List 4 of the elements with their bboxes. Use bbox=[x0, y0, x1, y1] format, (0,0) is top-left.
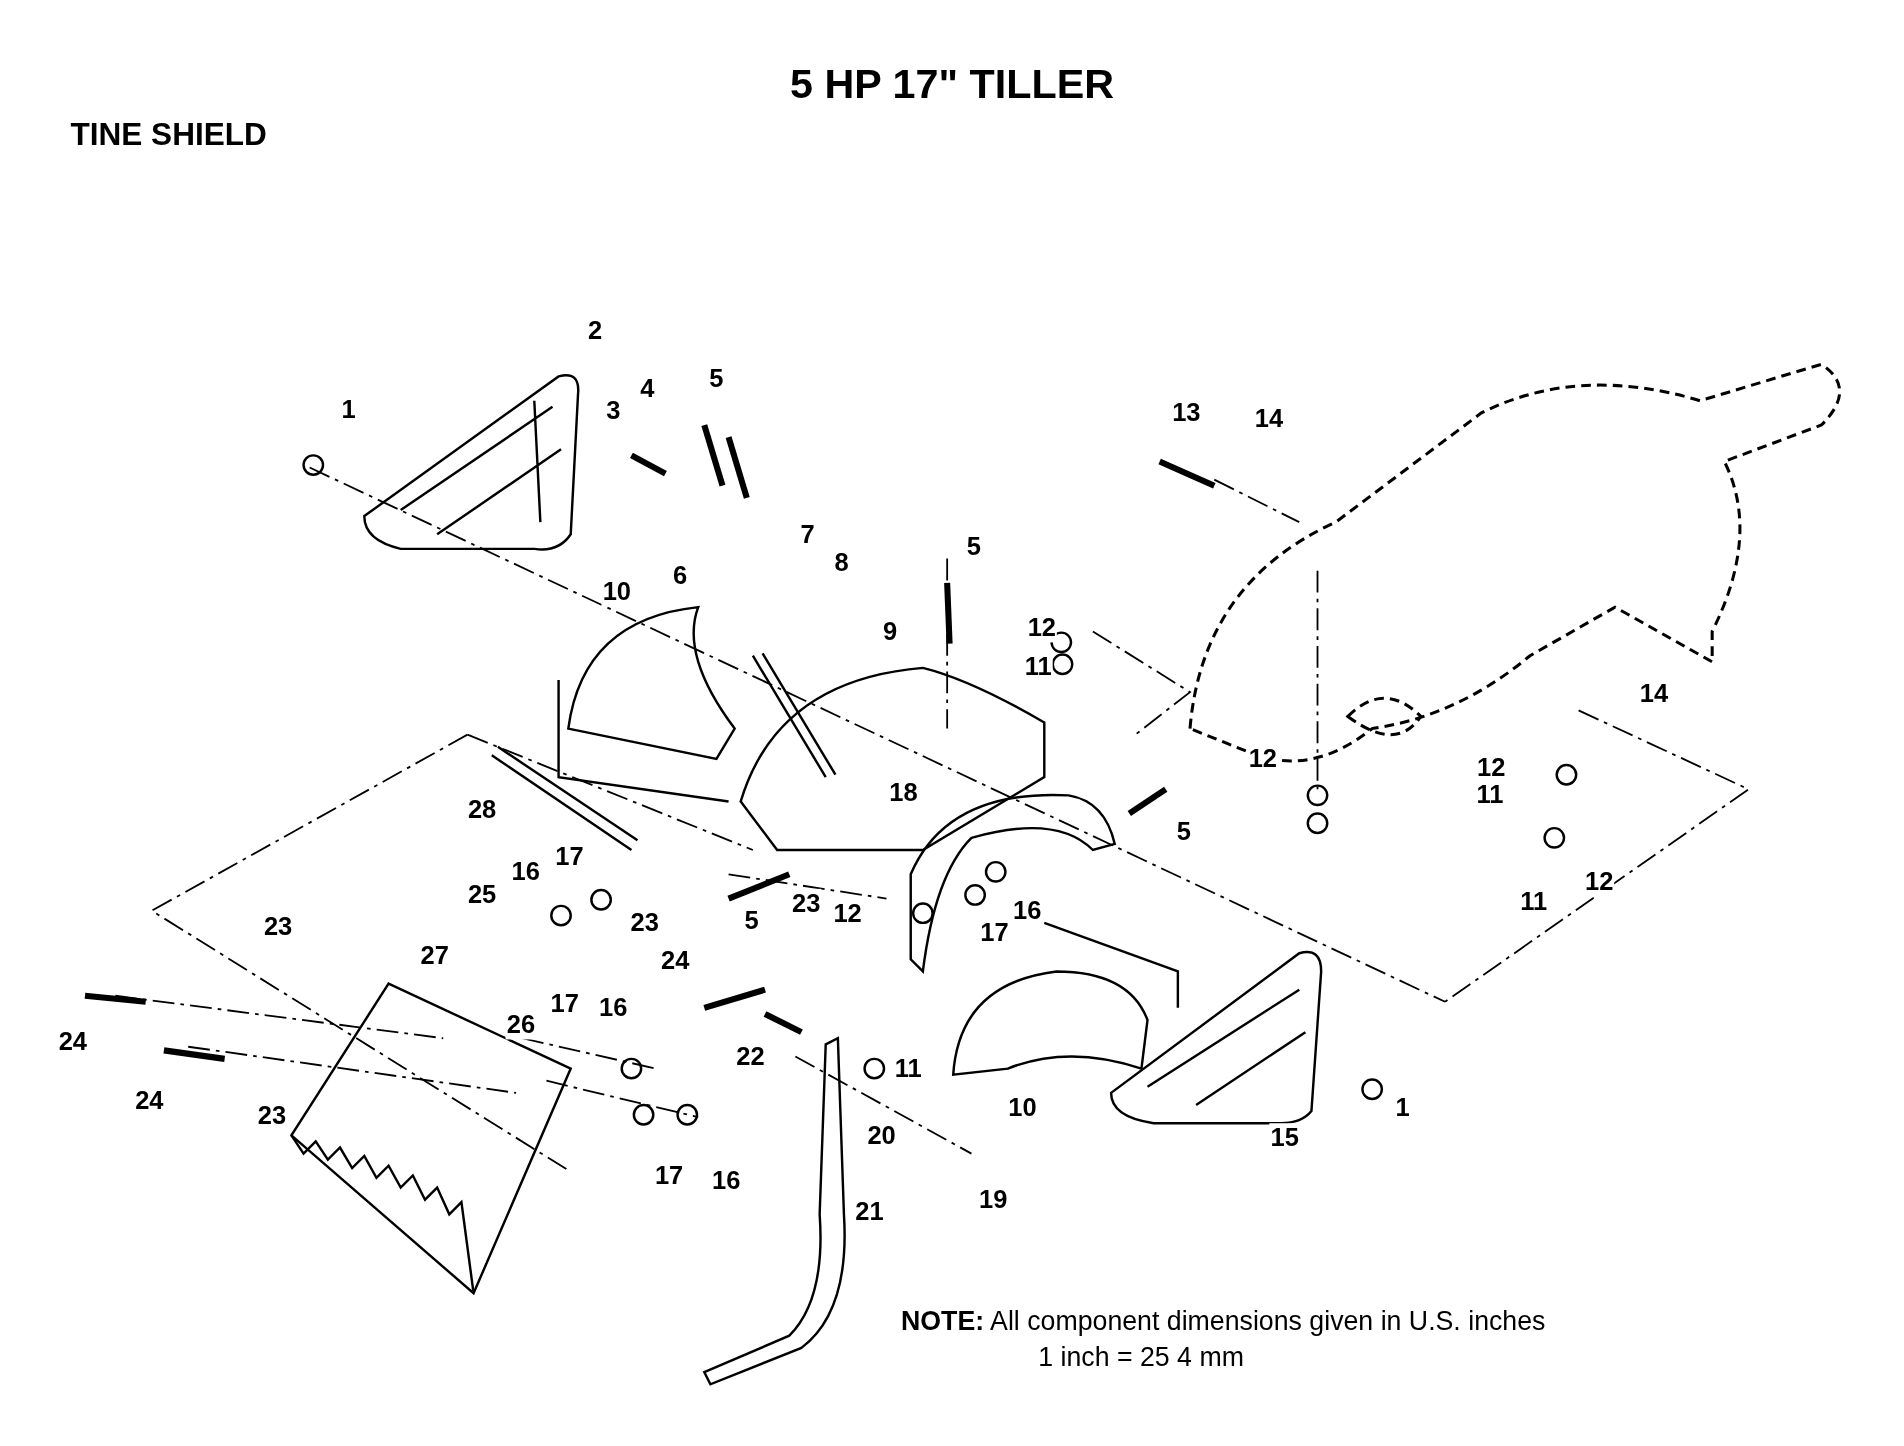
conversion-note: 1 inch = 25 4 mm bbox=[1038, 1341, 1244, 1374]
page-title: 5 HP 17" TILLER bbox=[790, 60, 1114, 109]
section-heading: TINE SHIELD bbox=[70, 115, 267, 153]
note-text: NOTE: All component dimensions given in U.S. inches bbox=[901, 1305, 1546, 1337]
